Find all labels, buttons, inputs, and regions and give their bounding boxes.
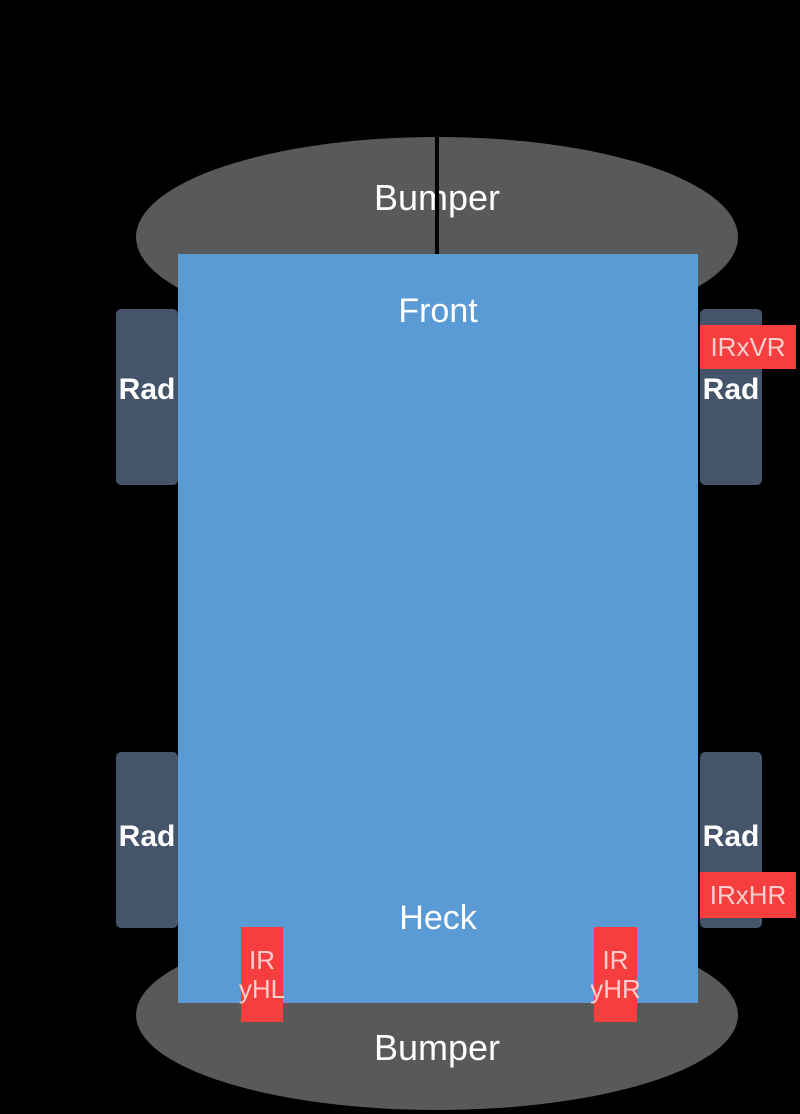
robot-body: Front Heck bbox=[178, 254, 698, 1003]
sensor-ir-y-hr: IR yHR bbox=[590, 927, 641, 1022]
center-axis-line bbox=[435, 128, 439, 254]
wheel-front-left-label: Rad bbox=[118, 373, 176, 406]
body-front-label: Front bbox=[398, 292, 478, 330]
sensor-ir-x-hr-label: IRxHR bbox=[709, 879, 787, 910]
rear-bumper-label: Bumper bbox=[373, 1027, 501, 1068]
wheel-rear-left-label: Rad bbox=[118, 820, 176, 853]
sensor-ir-y-hl-label-line2: yHL bbox=[238, 973, 286, 1004]
sensor-ir-y-hl: IR yHL bbox=[238, 927, 286, 1022]
sensor-ir-y-hr-label-line2: yHR bbox=[590, 973, 641, 1004]
sensor-ir-x-vr: IRxVR bbox=[700, 325, 796, 369]
wheel-front-right-label: Rad bbox=[702, 373, 760, 406]
wheel-rear-right-label: Rad bbox=[702, 820, 760, 853]
wheel-front-left: Rad bbox=[116, 309, 178, 485]
sensor-ir-x-hr: IRxHR bbox=[700, 872, 796, 918]
sensor-ir-y-hr-label-line1: IR bbox=[602, 944, 629, 975]
wheel-rear-left: Rad bbox=[116, 752, 178, 928]
sensor-ir-y-hl-label-line1: IR bbox=[249, 944, 275, 975]
body-rear-label: Heck bbox=[399, 899, 477, 937]
sensor-ir-x-vr-label: IRxVR bbox=[710, 331, 786, 362]
